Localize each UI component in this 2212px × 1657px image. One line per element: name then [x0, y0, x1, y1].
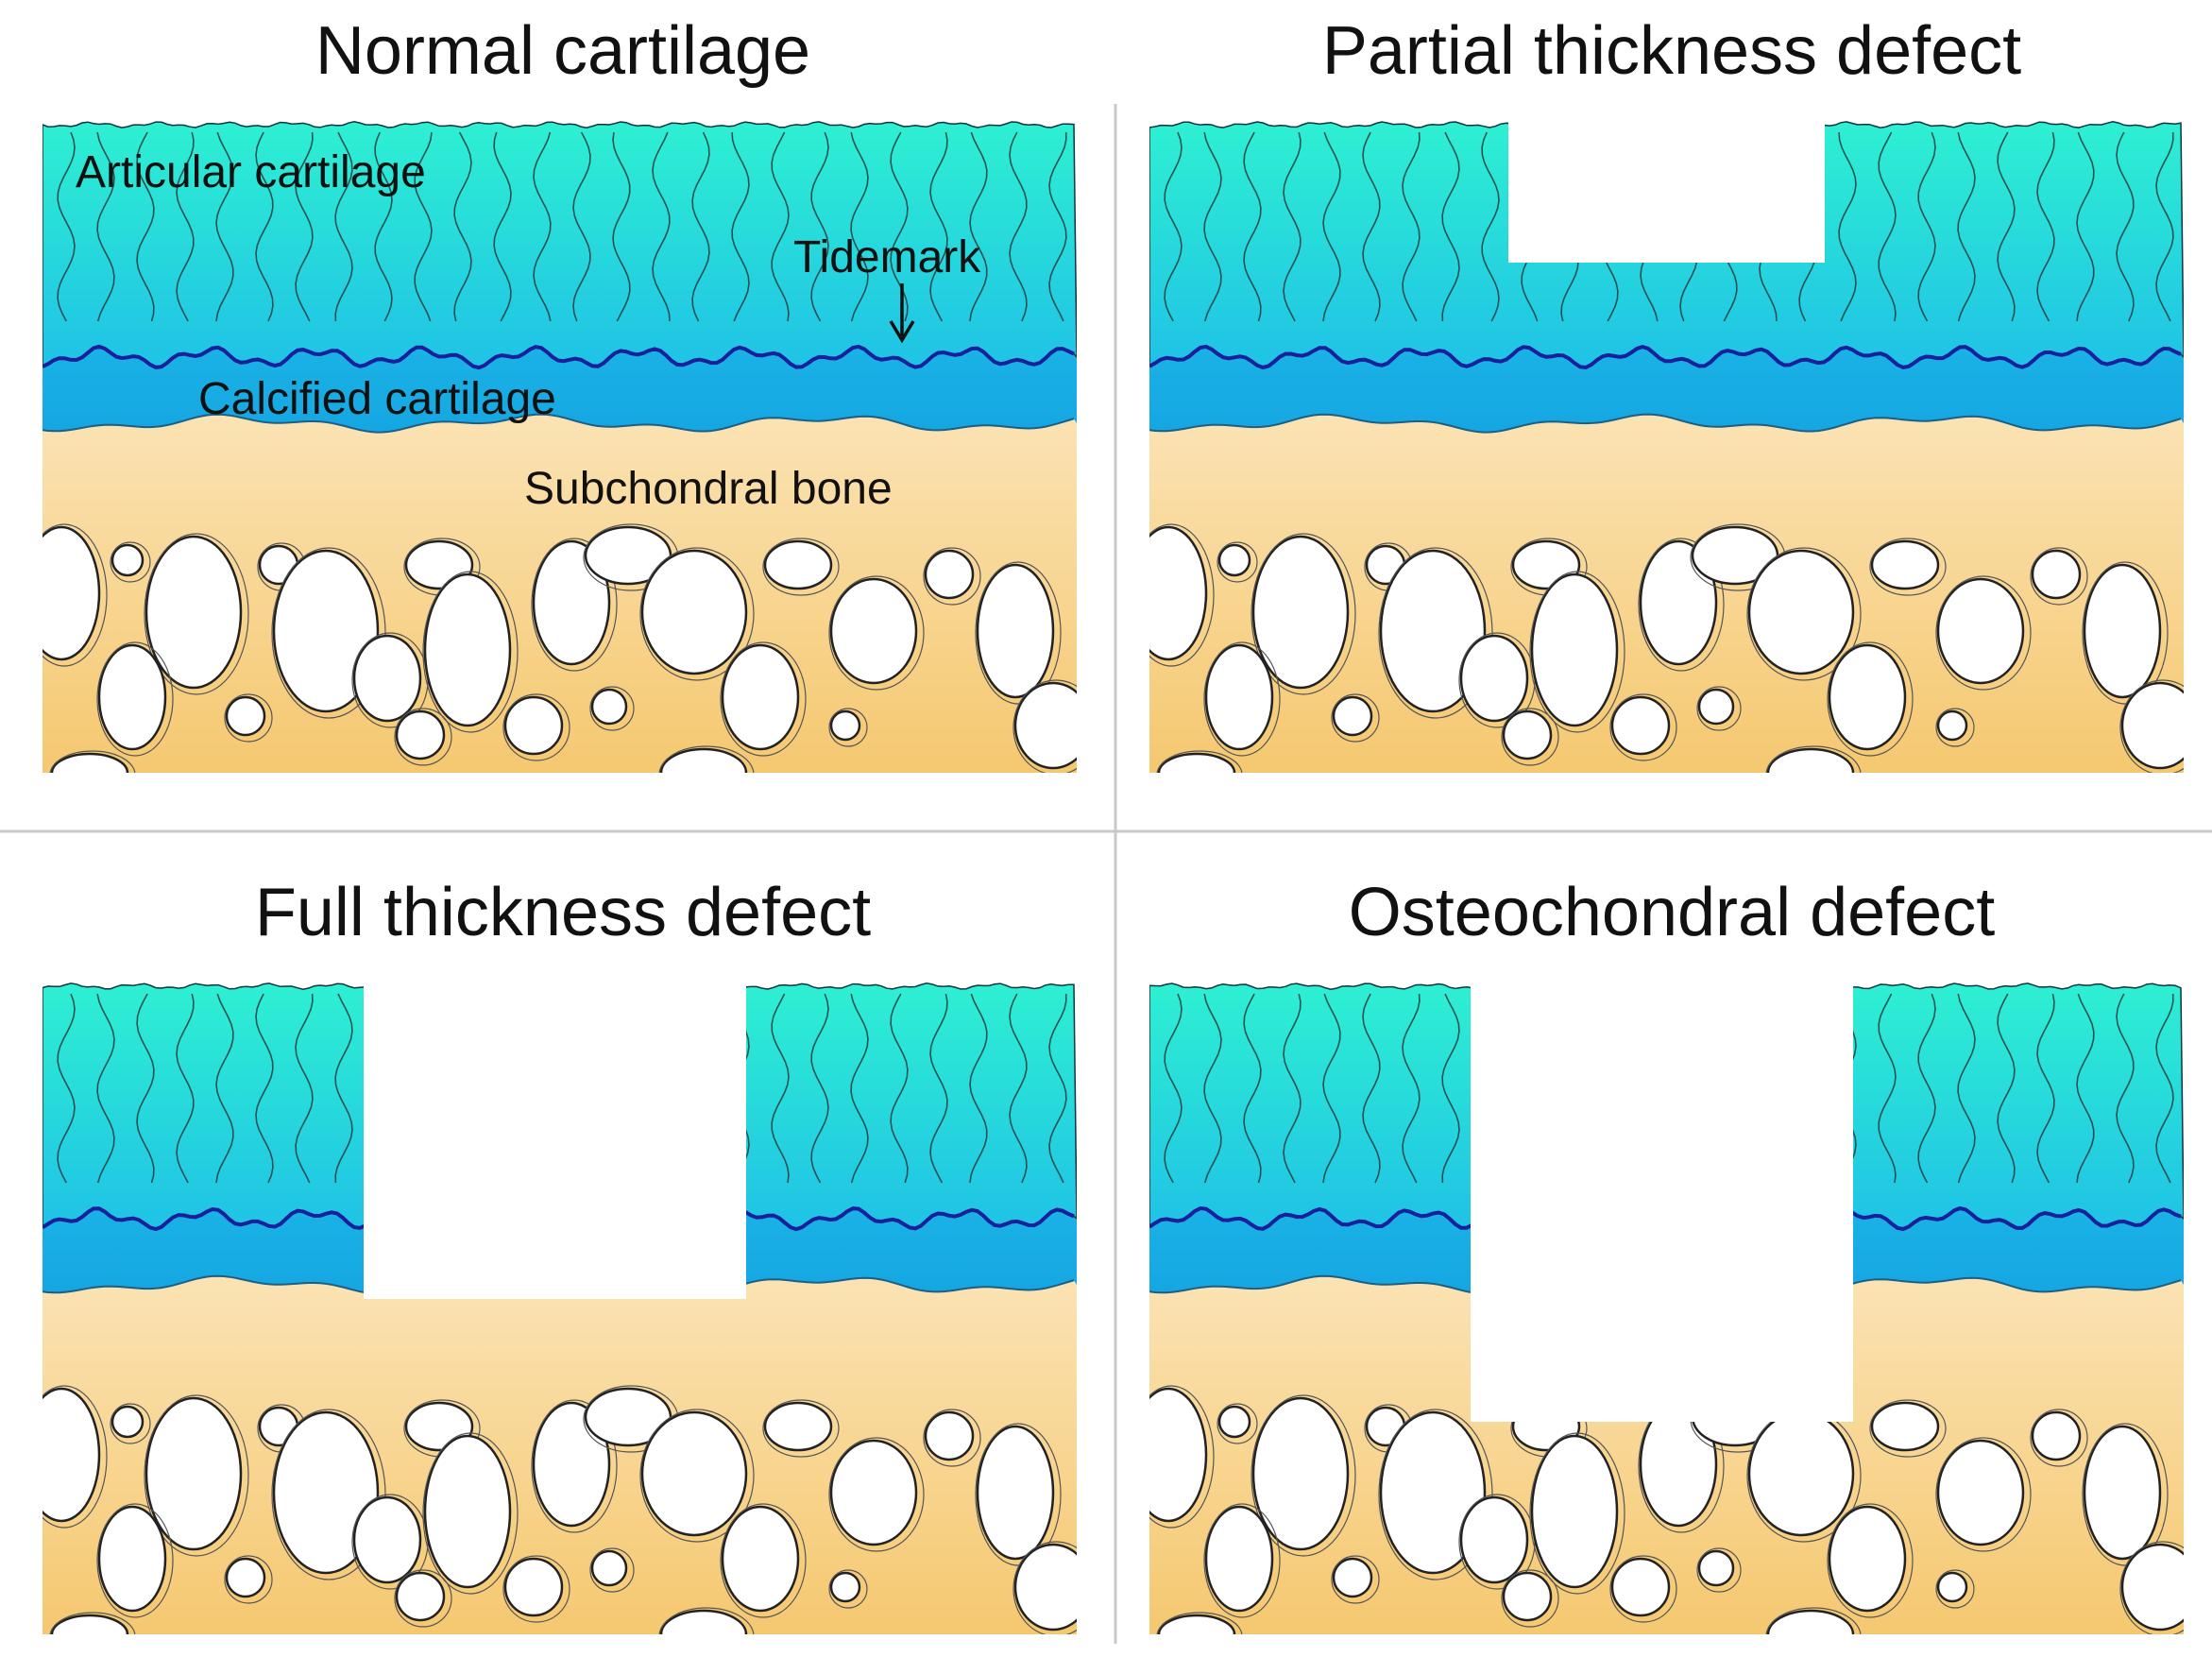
articular-cartilage-layer — [43, 982, 1077, 1230]
tidemark-arrow — [889, 283, 915, 344]
tidemark-line — [43, 344, 1075, 370]
panel-partial — [1149, 121, 2184, 773]
panel-title-normal: Normal cartilage — [315, 13, 810, 89]
panel-osteochondral — [1149, 982, 2184, 1634]
panel-title-partial: Partial thickness defect — [1322, 13, 2021, 89]
calcified-cartilage-layer — [43, 338, 1077, 433]
label-subchondral-bone: Subchondral bone — [524, 464, 893, 514]
panel-title-osteochondral: Osteochondral defect — [1349, 875, 1995, 950]
calcified-cartilage-layer — [1149, 338, 2184, 433]
articular-cartilage-layer — [1149, 121, 2184, 368]
label-tidemark: Tidemark — [793, 232, 981, 282]
panel-full — [43, 982, 1077, 1634]
trabecular-pores — [43, 523, 1077, 773]
articular-cartilage-layer — [1149, 982, 2184, 1230]
collagen-fibers — [57, 131, 1067, 322]
trabecular-pores — [1149, 523, 2184, 773]
trabecular-pores — [43, 1385, 1077, 1634]
tidemark-line — [1149, 344, 2182, 370]
label-articular-cartilage: Articular cartilage — [76, 147, 426, 197]
panel-title-full: Full thickness defect — [255, 875, 871, 950]
label-calcified-cartilage: Calcified cartilage — [198, 374, 556, 424]
panel-normal: Articular cartilage Tidemark Calcified c… — [43, 121, 1077, 773]
